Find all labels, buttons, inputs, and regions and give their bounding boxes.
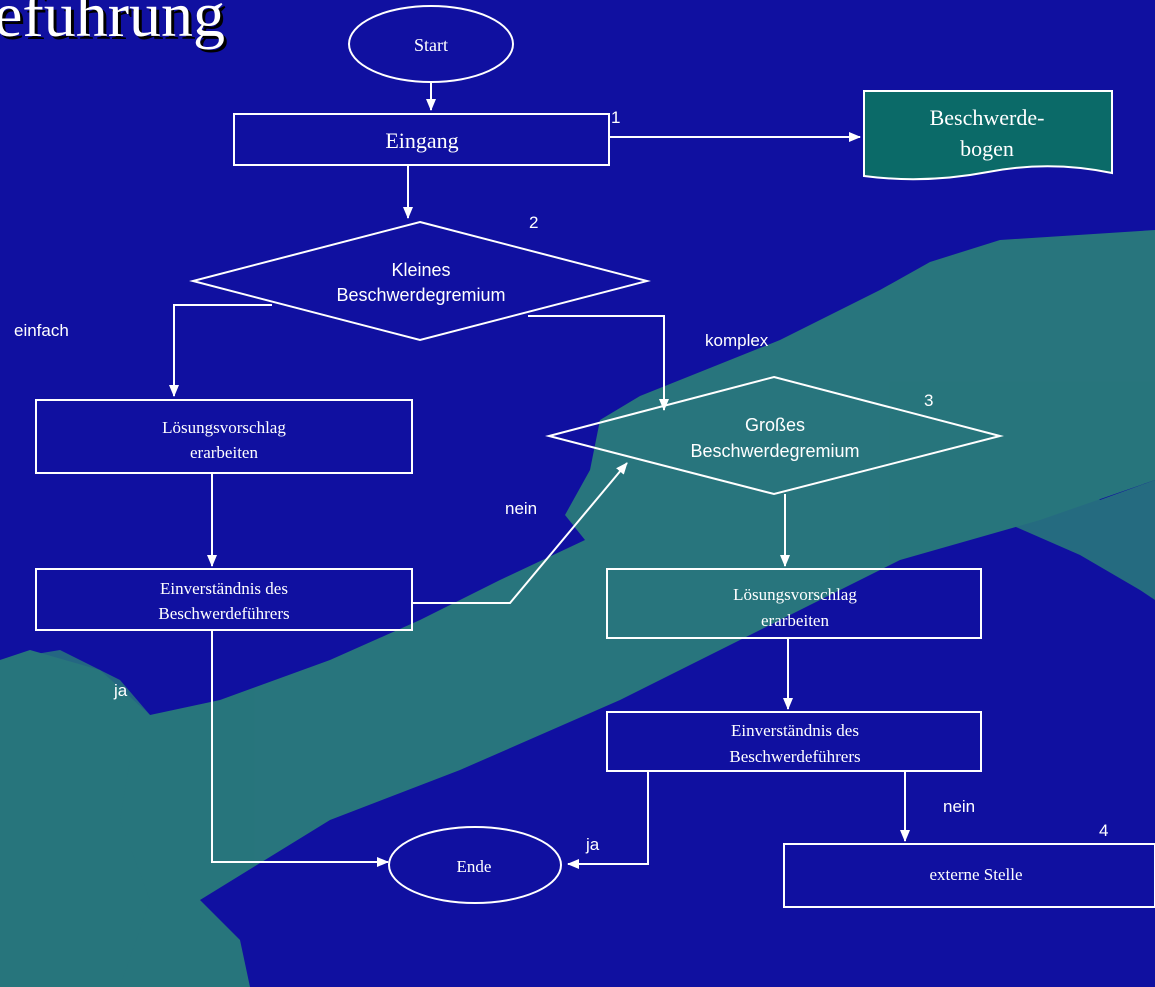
connectors: [169, 82, 910, 869]
left-consent-box: [35, 568, 413, 631]
left-solution-label-line1: Lösungsvorschlag: [162, 418, 286, 437]
right-solution-box: [606, 568, 982, 639]
right-consent-label-line1: Einverständnis des: [731, 721, 859, 740]
small-board-label-line1: Kleines: [391, 260, 450, 280]
arrow-nein-left: [412, 462, 628, 604]
left-solution-box: [35, 399, 413, 474]
step-number-2: 2: [529, 213, 538, 232]
ja-right-label: ja: [585, 835, 600, 854]
slide-title: efuhrung: [0, 0, 226, 50]
right-consent-box: [606, 711, 982, 772]
end-label: Ende: [457, 857, 492, 876]
external-box: [783, 843, 1155, 908]
small-board-decision: [189, 220, 651, 342]
arrow-einfach: [169, 304, 272, 397]
arrow-komplex: [528, 315, 669, 411]
start-label: Start: [414, 35, 448, 55]
large-board-label-line2: Beschwerdegremium: [690, 441, 859, 461]
end-node: [388, 826, 562, 904]
beschwerdebogen-document: [863, 90, 1113, 181]
nein-left-label: nein: [505, 499, 537, 518]
right-solution-label-line2: erarbeiten: [761, 611, 829, 630]
step-number-4: 4: [1099, 821, 1108, 840]
document-label-line2: bogen: [960, 136, 1014, 161]
step-number-3: 3: [924, 391, 933, 410]
small-board-label-line2: Beschwerdegremium: [336, 285, 505, 305]
right-consent-label-line2: Beschwerdeführers: [729, 747, 860, 766]
eingang-label: Eingang: [385, 128, 458, 153]
arrow-ja-right: [567, 771, 649, 869]
background-hand-illustration: [0, 230, 1155, 987]
external-label: externe Stelle: [930, 865, 1023, 884]
step-number-1: 1: [611, 108, 620, 127]
arrow-ja-left: [211, 630, 389, 867]
start-node: [348, 5, 514, 83]
komplex-label: komplex: [705, 331, 769, 350]
document-label-line1: Beschwerde-: [930, 105, 1045, 130]
large-board-label-line1: Großes: [745, 415, 805, 435]
eingang-box: [233, 113, 610, 166]
nein-right-label: nein: [943, 797, 975, 816]
left-solution-label-line2: erarbeiten: [190, 443, 258, 462]
right-solution-label-line1: Lösungsvorschlag: [733, 585, 857, 604]
left-consent-label-line2: Beschwerdeführers: [158, 604, 289, 623]
large-board-decision: [545, 375, 1004, 496]
left-consent-label-line1: Einverständnis des: [160, 579, 288, 598]
ja-left-label: ja: [113, 681, 128, 700]
einfach-label: einfach: [14, 321, 69, 340]
